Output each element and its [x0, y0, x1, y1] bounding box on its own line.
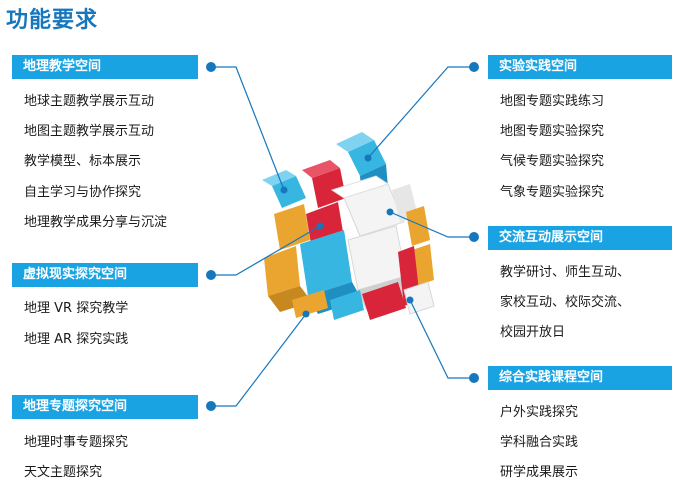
list-item: 校园开放日: [500, 325, 566, 340]
section-header-geography-teaching: 地理教学空间: [12, 55, 198, 79]
cube-illustration: [262, 132, 435, 320]
connector-lines: [211, 66, 474, 407]
list-item: 气象专题实验探究: [500, 185, 605, 200]
list-item: 地理时事专题探究: [24, 435, 129, 450]
list-item: 地理教学成果分享与沉淀: [24, 215, 168, 230]
list-item: 气候专题实验探究: [500, 154, 605, 169]
list-item: 地图专题实践练习: [500, 94, 605, 109]
list-item: 地球主题教学展示互动: [24, 94, 155, 109]
list-item: 地理 VR 探究教学: [24, 301, 129, 316]
list-item: 教学研讨、师生互动、: [500, 265, 631, 280]
list-item: 自主学习与协作探究: [24, 185, 142, 200]
list-item: 家校互动、校际交流、: [500, 295, 631, 310]
connector-dots: [206, 62, 479, 411]
list-item: 户外实践探究: [500, 405, 579, 420]
section-header-experiment-practice: 实验实践空间: [488, 55, 672, 79]
list-item: 学科融合实践: [500, 435, 579, 450]
section-header-exchange-display: 交流互动展示空间: [488, 226, 672, 250]
section-header-geography-topics: 地理专题探究空间: [12, 395, 198, 419]
list-item: 教学模型、标本展示: [24, 154, 142, 169]
list-item: 地图专题实验探究: [500, 124, 605, 139]
list-item: 地理 AR 探究实践: [24, 332, 129, 347]
list-item: 研学成果展示: [500, 465, 579, 480]
section-header-virtual-reality: 虚拟现实探究空间: [12, 263, 198, 287]
section-header-comprehensive-course: 综合实践课程空间: [488, 366, 672, 390]
list-item: 天文主题探究: [24, 465, 103, 480]
page-title: 功能要求: [6, 8, 99, 33]
list-item: 地图主题教学展示互动: [24, 124, 155, 139]
